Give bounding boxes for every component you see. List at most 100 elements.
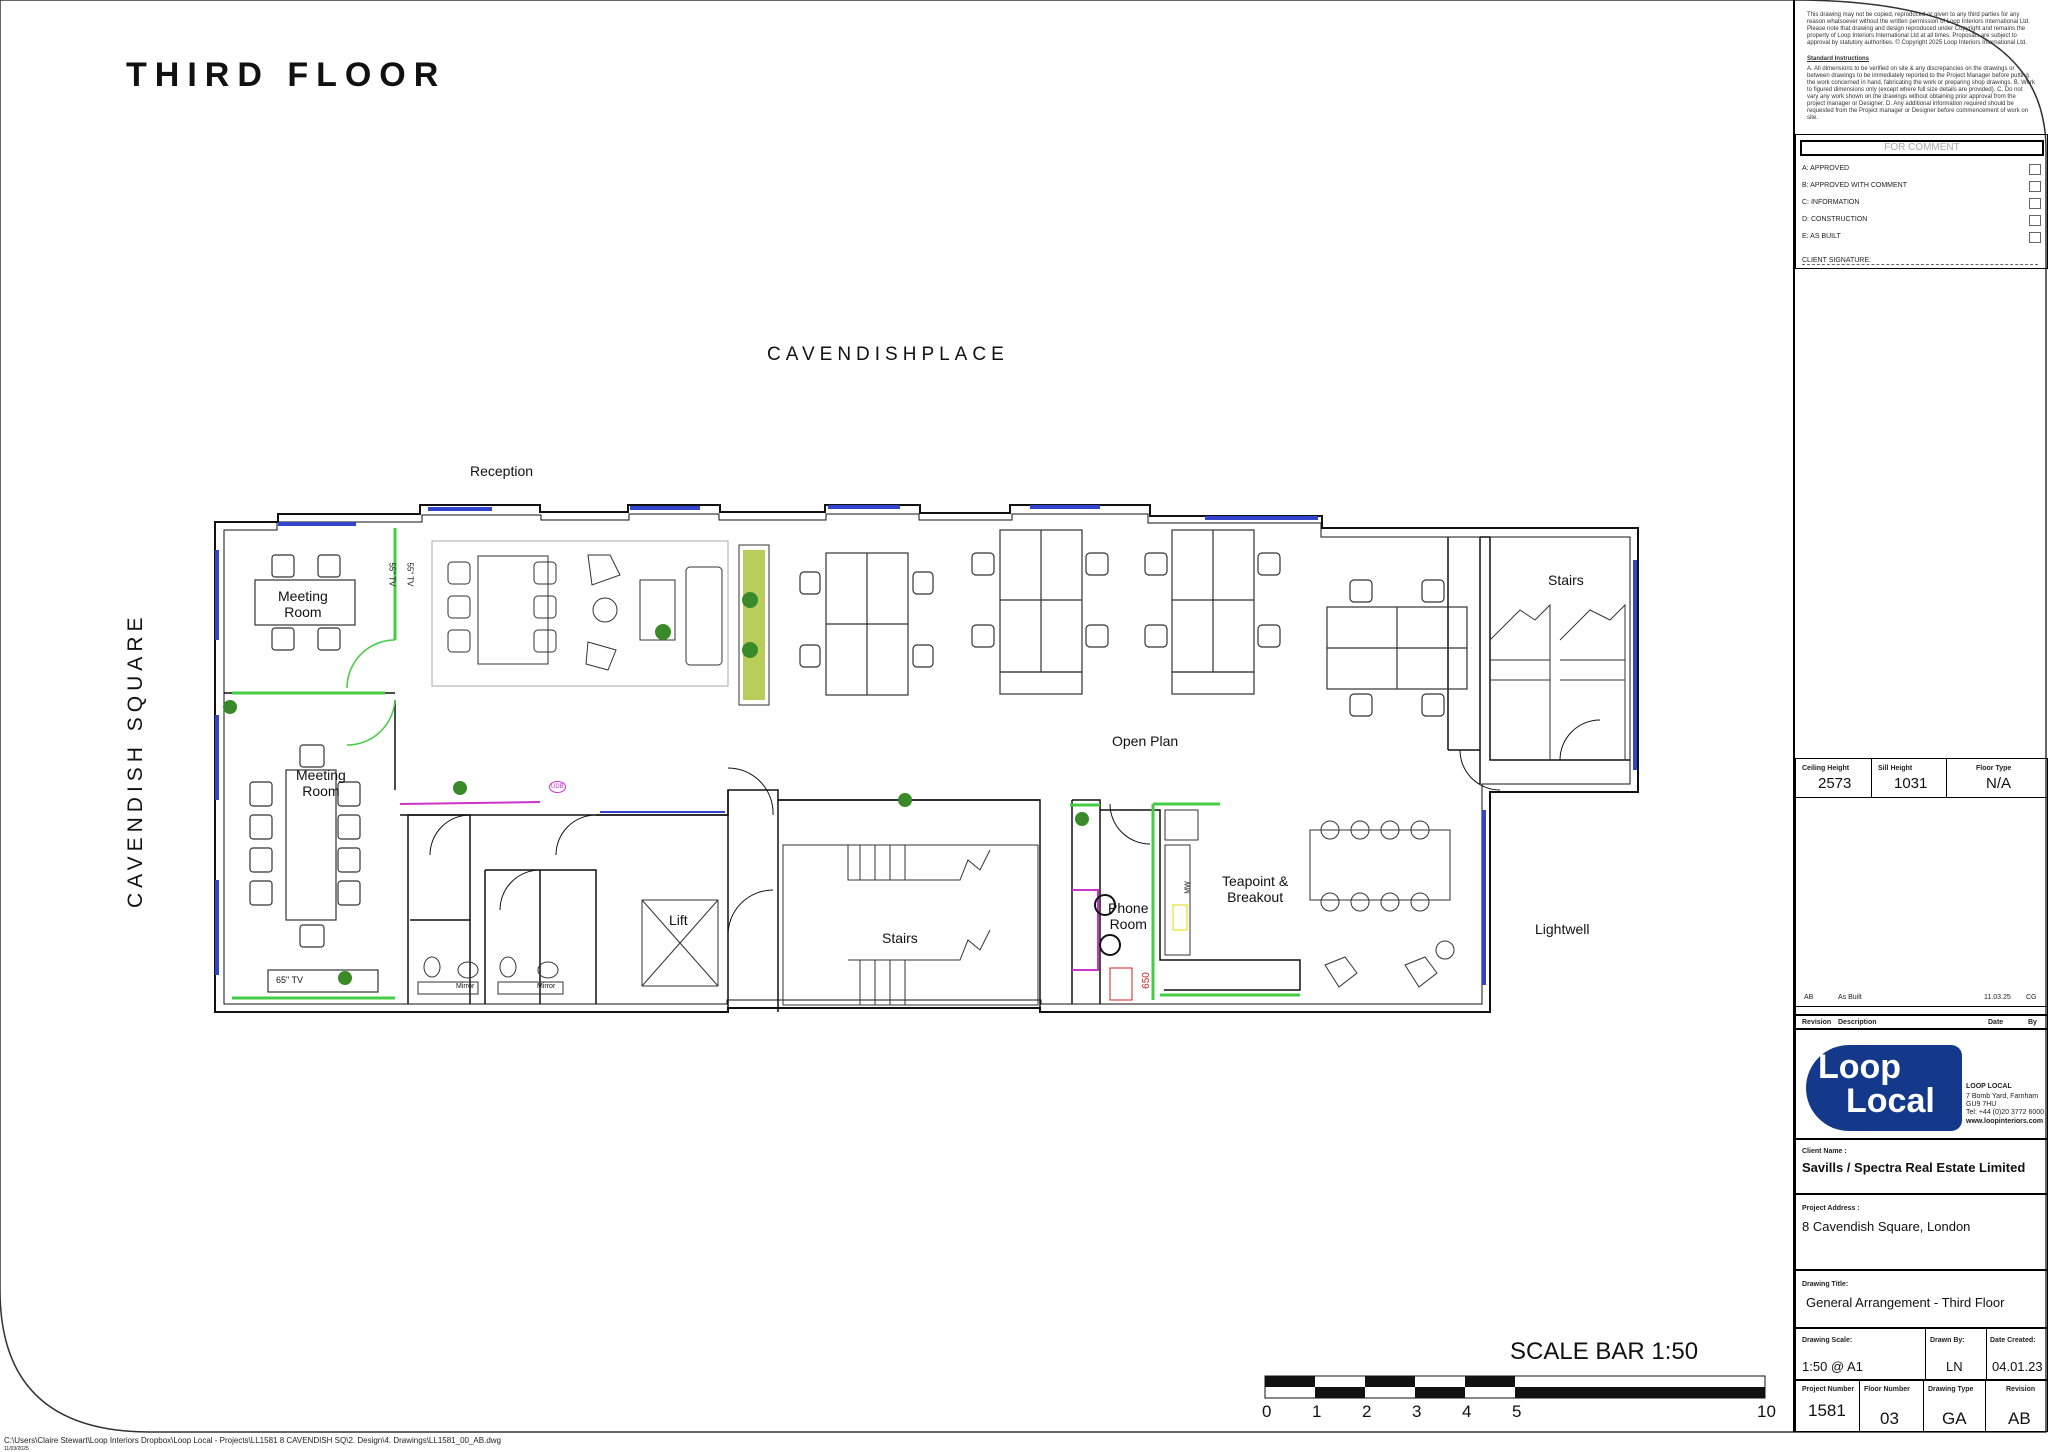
company-logo: Loop Local [1806, 1045, 1962, 1131]
drawn-by-label: Drawn By: [1930, 1337, 1965, 1344]
option-construction: D: CONSTRUCTION [1802, 216, 1868, 223]
scale-tick-3: 3 [1412, 1402, 1422, 1421]
room-label-teapoint: Teapoint & Breakout [1222, 873, 1289, 905]
scale-tick-0: 0 [1262, 1402, 1272, 1421]
client-name: Savills / Spectra Real Estate Limited [1802, 1160, 2026, 1175]
sill-height-label: Sill Height [1878, 765, 1913, 772]
logo-text-loop: Loop [1818, 1048, 1902, 1086]
open-plan-desks [799, 529, 1468, 717]
date-created-label: Date Created: [1990, 1337, 2036, 1344]
tv-label-1b: 55" TV [405, 562, 415, 587]
mirror-label-2: Mirror [537, 983, 556, 990]
udb-label: UDB [549, 781, 566, 793]
project-address-section: Project Address : 8 Cavendish Square, Lo… [1795, 1194, 2048, 1270]
dim-650-label: 650 [1140, 972, 1152, 989]
drawing-type-label: Drawing Type [1928, 1386, 1974, 1393]
client-section: Client Name : Savills / Spectra Real Est… [1795, 1139, 2048, 1194]
project-address: 8 Cavendish Square, London [1802, 1219, 1971, 1234]
room-label-phone-room: Phone Room [1108, 900, 1149, 932]
meeting-table-2 [249, 744, 379, 993]
date-created-value: 04.01.23 [1992, 1359, 2043, 1374]
client-signature[interactable]: CLIENT SIGNATURE: [1802, 257, 2038, 265]
scale-tick-10: 10 [1757, 1402, 1776, 1421]
room-label-stairs-center: Stairs [882, 930, 918, 946]
rev-header-description: Description [1838, 1019, 1877, 1026]
drawing-title-section: Drawing Title: General Arrangement - Thi… [1795, 1270, 2048, 1328]
scale-tick-5: 5 [1512, 1402, 1522, 1421]
floor-type-value: N/A [1986, 775, 2012, 792]
rev-desc: As Built [1838, 994, 1862, 1001]
floor-number-label: Floor Number [1864, 1386, 1910, 1393]
project-number-value: 1581 [1808, 1401, 1846, 1420]
drawing-info-section: Drawing Scale: 1:50 @ A1 Drawn By: LN Da… [1795, 1328, 2048, 1380]
address-line-2: GU9 7HU [1966, 1101, 1997, 1108]
room-label-lift: Lift [669, 912, 688, 928]
floor-number-value: 03 [1880, 1409, 1899, 1428]
lift [641, 899, 719, 987]
heights-section: Ceiling Height 2573 Sill Height 1031 Flo… [1795, 758, 2048, 798]
address-line-4: www.loopinteriors.com [1966, 1118, 2044, 1125]
room-label-meeting-1: Meeting Room [278, 588, 328, 620]
drawn-by-value: LN [1946, 1359, 1963, 1374]
logo-section: Loop Local Complete Office Fitout by Loo… [1795, 1029, 2048, 1139]
scale-bar [1264, 1375, 1766, 1399]
company-name: LOOP LOCAL [1966, 1083, 2012, 1090]
drawing-title-value: General Arrangement - Third Floor [1806, 1295, 2005, 1310]
client-label: Client Name : [1802, 1148, 1847, 1155]
teapoint-furniture [1164, 809, 1455, 988]
checkbox-approved-comment[interactable] [2029, 181, 2041, 192]
drawing-title-label: Drawing Title: [1802, 1281, 1849, 1288]
revision-value: AB [2008, 1409, 2031, 1428]
pink-partitions [399, 801, 1099, 971]
stairs-right [1489, 603, 1626, 760]
phone-room-chairs [1094, 894, 1121, 956]
sill-height-value: 1031 [1894, 775, 1928, 792]
logo-text-local: Local [1846, 1082, 1935, 1120]
room-label-reception: Reception [470, 463, 534, 479]
file-date: 11/03/2025 [4, 1446, 29, 1452]
checkbox-approved[interactable] [2029, 164, 2041, 175]
scale-tick-4: 4 [1462, 1402, 1472, 1421]
ceiling-height-value: 2573 [1818, 775, 1852, 792]
scale-tick-1: 1 [1312, 1402, 1322, 1421]
project-number-section: Project Number 1581 Floor Number 03 Draw… [1795, 1380, 2048, 1432]
instructions-title: Standard Instructions [1807, 56, 1870, 62]
scale-tick-2: 2 [1362, 1402, 1372, 1421]
revision-label: Revision [2006, 1386, 2036, 1393]
status-section: FOR COMMENT A: APPROVED B: APPROVED WITH… [1795, 134, 2048, 269]
option-as-built: E: AS BUILT [1802, 233, 1841, 240]
glass-partitions [232, 528, 1300, 1000]
door-swings [346, 639, 396, 746]
drawing-scale-value: 1:50 @ A1 [1802, 1359, 1863, 1374]
option-approved-comment: B: APPROVED WITH COMMENT [1802, 182, 1908, 189]
planter-strip [738, 544, 770, 706]
rev-code: AB [1804, 994, 1814, 1001]
checkbox-construction[interactable] [2029, 215, 2041, 226]
floor-type-label: Floor Type [1976, 765, 2012, 772]
checkbox-information[interactable] [2029, 198, 2041, 209]
tv-label-2: 65" TV [276, 975, 304, 985]
mw-label: MW [1184, 881, 1192, 894]
file-path: C:\Users\Claire Stewart\Loop Interiors D… [4, 1436, 501, 1445]
rev-header-revision: Revision [1802, 1019, 1832, 1026]
street-label-top: CAVENDISHPLACE [767, 344, 1009, 365]
stairs-center [782, 844, 1039, 1006]
floor-plan [214, 504, 1639, 1013]
option-approved: A: APPROVED [1802, 165, 1850, 172]
checkbox-as-built[interactable] [2029, 232, 2041, 243]
reception-furniture [431, 540, 729, 687]
partitions [224, 530, 1630, 1012]
logo-tagline: Complete Office Fitout by Loop Interiors [1836, 1120, 1925, 1126]
rev-by: CG [2026, 994, 2037, 1001]
status-box: FOR COMMENT [1800, 140, 2044, 156]
room-label-meeting-2: Meeting Room [296, 767, 346, 799]
outer-walls [214, 504, 1639, 1013]
rev-date: 11.03.25 [1984, 994, 2011, 1001]
dim-650-box [1109, 967, 1133, 1001]
address-line-3: Tel: +44 (0)20 3772 6000 [1966, 1109, 2045, 1116]
wc-fixtures [417, 956, 564, 995]
ceiling-height-label: Ceiling Height [1802, 765, 1850, 772]
revision-header: Revision Description Date By [1795, 1015, 2048, 1029]
drawing-title: THIRD FLOOR [126, 56, 447, 94]
